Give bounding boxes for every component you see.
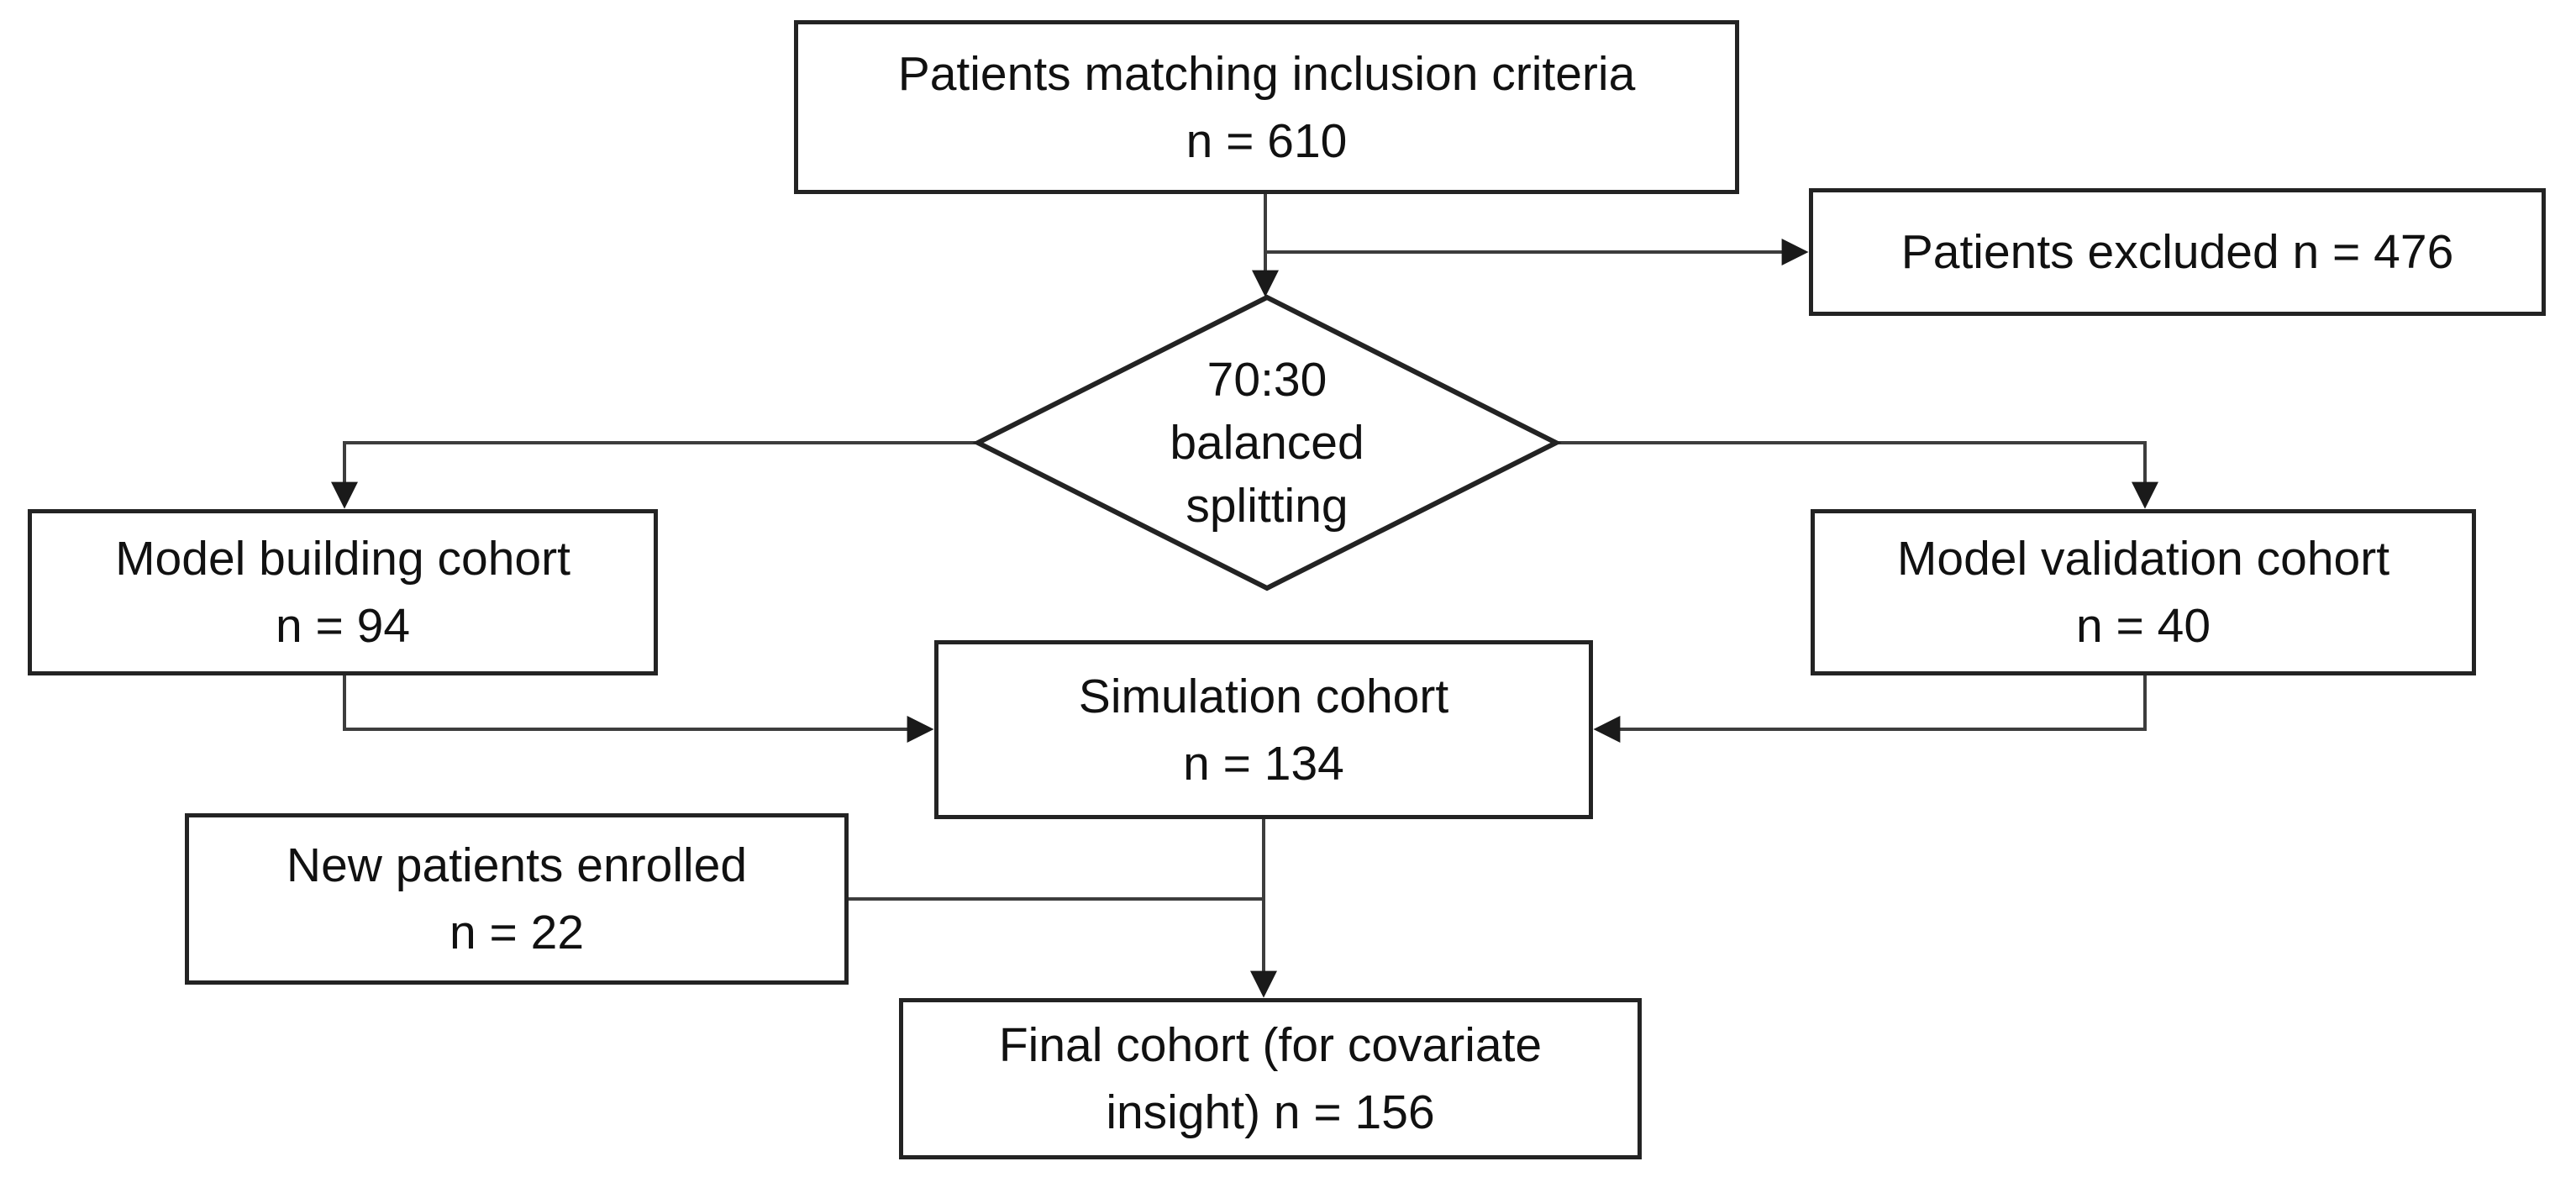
new-patients-count: n = 22 (449, 906, 585, 959)
split-decision-line2: balanced (1170, 415, 1364, 470)
edge-split-to-building (331, 441, 978, 509)
node-simulation-box: Simulation cohort n = 134 (934, 640, 1593, 819)
final-label-line1: Final cohort (for covariate (998, 1018, 1543, 1072)
simulation-count: n = 134 (1183, 736, 1344, 791)
new-patients-label: New patients enrolled (286, 838, 748, 892)
node-split-decision: 70:30 balanced splitting (1099, 344, 1435, 541)
node-validation-box: Model validation cohort n = 40 (1811, 509, 2476, 675)
node-building-box: Model building cohort n = 94 (28, 509, 658, 675)
edge-validation-to-simulation (1593, 675, 2147, 743)
inclusion-label: Patients matching inclusion criteria (897, 46, 1636, 101)
node-final-box: Final cohort (for covariate insight) n =… (899, 998, 1642, 1159)
simulation-label: Simulation cohort (1078, 669, 1449, 723)
final-label-line2: insight) n = 156 (1106, 1085, 1435, 1139)
node-excluded-box: Patients excluded n = 476 (1809, 188, 2546, 316)
split-decision-line1: 70:30 (1207, 352, 1327, 407)
inclusion-count: n = 610 (1185, 113, 1348, 168)
split-decision-line3: splitting (1185, 478, 1348, 533)
node-inclusion-box: Patients matching inclusion criteria n =… (794, 20, 1739, 194)
decision-diamond (972, 294, 1562, 591)
node-new-patients-box: New patients enrolled n = 22 (185, 813, 849, 985)
validation-count: n = 40 (2075, 599, 2211, 653)
excluded-label: Patients excluded n = 476 (1900, 225, 2454, 279)
edge-building-to-simulation (343, 675, 934, 743)
building-label: Model building cohort (115, 532, 570, 586)
building-count: n = 94 (275, 599, 411, 653)
validation-label: Model validation cohort (1896, 532, 2390, 586)
edge-split-to-validation (1556, 441, 2158, 509)
